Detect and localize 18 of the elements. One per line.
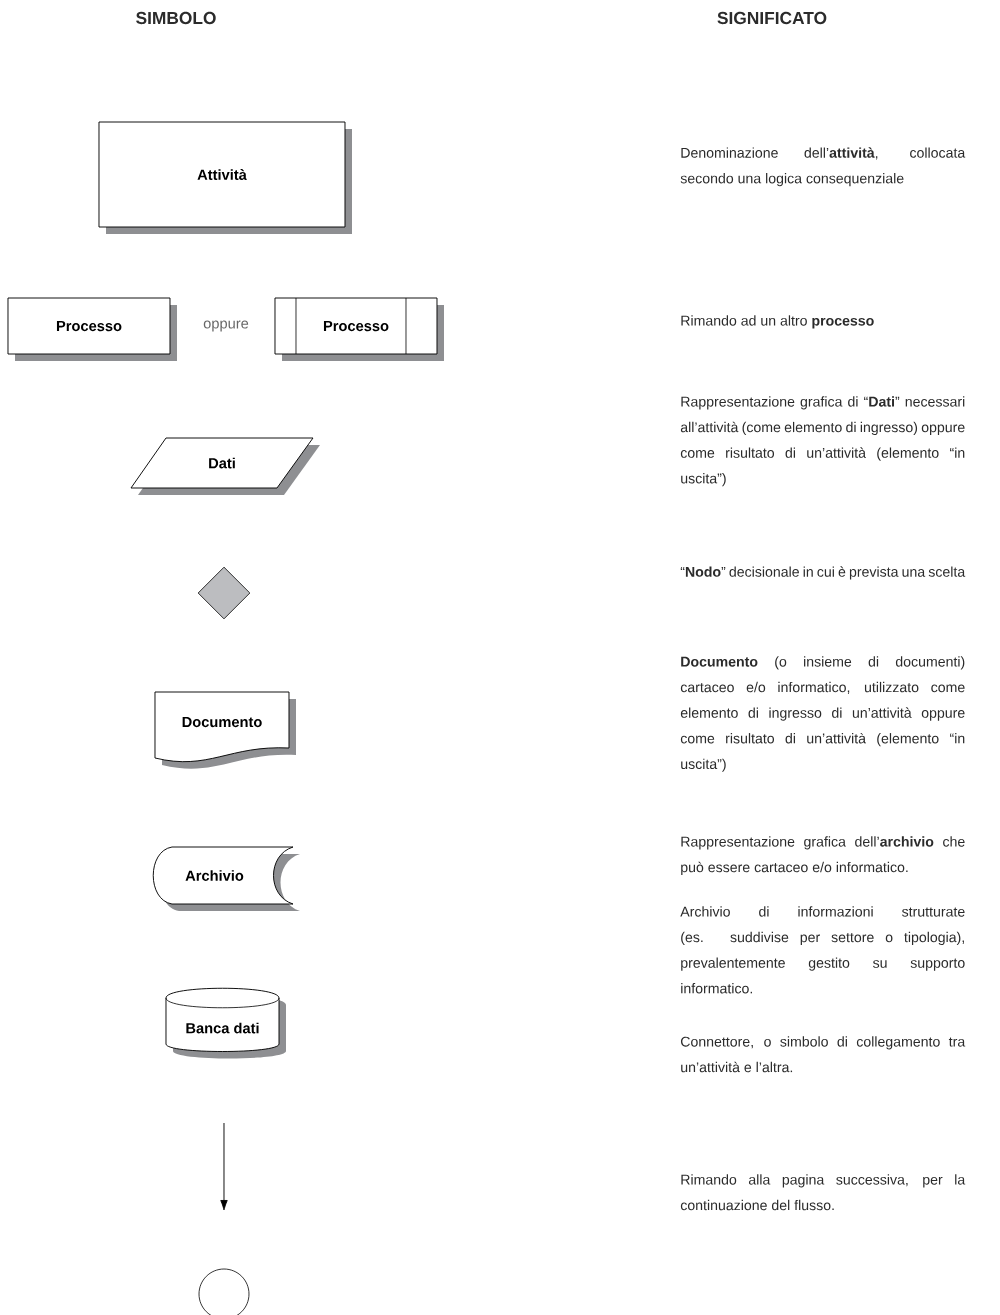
column-heading: SIMBOLO — [136, 11, 216, 25]
description-text: Denominazione dell’attività, collocata secondo una logica consequenziale — [680, 147, 966, 187]
data-parallelogram: Dati — [130, 437, 320, 495]
description-text: Connettore, o simbolo di collegamento tra un’attività e l’altra. — [680, 1036, 966, 1073]
connective-text: oppure — [203, 320, 249, 332]
process-box: Processo — [7, 297, 177, 361]
column-heading: SIGNIFICATO — [717, 11, 827, 25]
description-text: Rappresentazione grafica di “Dati” necessari all’attività (come elemento di ingresso) oppure come risultato di un’attività (elemento “in uscita”) — [680, 396, 965, 487]
subprocess-box: Processo — [274, 297, 444, 361]
decision-diamond — [197, 566, 251, 620]
process-box: Attività — [98, 121, 352, 234]
description-text: Rappresentazione grafica dell’archivio che può essere cartaceo e/o informatico. — [681, 836, 965, 876]
database-cylinder: Banca dati — [165, 987, 286, 1059]
description-text: Documento (o insieme di documenti) cartaceo e/o informatico, utilizzato come elemento di ingresso di un’attività oppure come risultato di un’attività (elemento “in uscita”) — [680, 656, 965, 772]
description-text: Archivio di informazioni strutturate (es. suddivise per settore o tipologia), prevalentemente gestito su supporto informatico. — [680, 906, 965, 994]
description-text: Rimando ad un altro processo — [681, 315, 874, 329]
description-text: Rimando alla pagina successiva, per la continuazione del flusso. — [680, 1174, 966, 1211]
description-text: “Nodo” decisionale in cui è prevista una scelta — [680, 566, 966, 580]
